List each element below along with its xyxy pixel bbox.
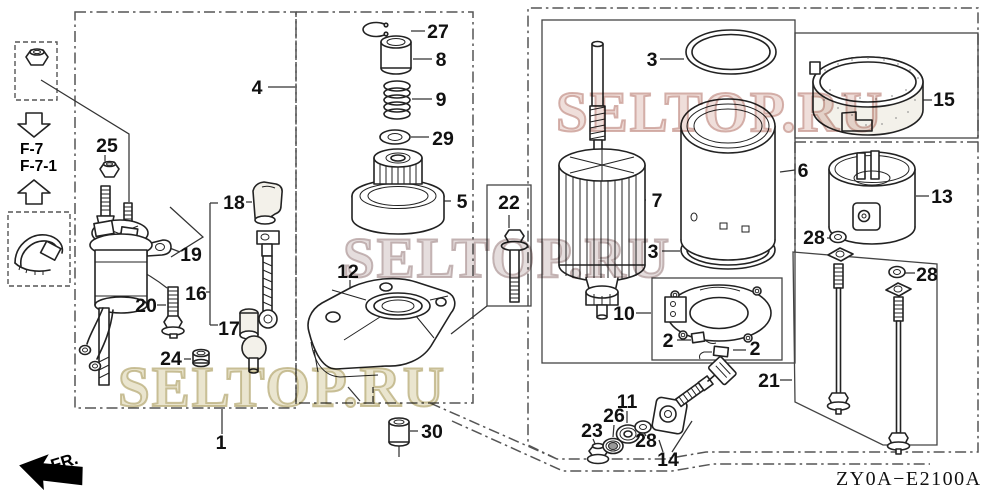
callout-7: 7 [652,190,663,212]
lever-17 [239,308,267,374]
callout-13: 13 [931,186,953,208]
ref-arrow-down [17,112,51,138]
callout-28-bottom: 28 [635,430,657,452]
terminal-14 [651,356,737,435]
bushing-30 [388,417,410,447]
callout-4: 4 [252,77,263,99]
band-texture-dots [823,57,919,126]
callout-11: 11 [617,391,638,413]
ref-link-f71: F-7-1 [20,158,57,175]
callout-28-left: 28 [803,227,825,249]
callout-1: 1 [216,432,227,454]
fr-direction-arrow [19,454,83,491]
through-bolts-21 [826,230,912,455]
callout-6: 6 [798,160,809,182]
ref-link-f7: F-7 [20,141,43,158]
grommet-11 [615,424,641,444]
callout-26: 26 [603,405,625,427]
washer-26 [602,437,624,455]
callout-17: 17 [218,318,240,340]
callout-23: 23 [581,420,603,442]
callout-3-top: 3 [647,49,658,71]
callout-3-bottom: 3 [648,241,659,263]
callout-29: 29 [432,128,454,150]
snap-ring-27 [362,21,389,38]
cable-tie-part [14,234,64,275]
solenoid-assembly [78,160,172,386]
spring-9 [383,80,411,120]
callout-21: 21 [758,370,780,392]
callout-14: 14 [657,449,679,471]
drawing-code: ZY0A−E2100A [836,468,982,490]
callout-2-right: 2 [750,338,761,360]
callout-12: 12 [337,261,359,283]
callout-27: 27 [427,21,449,43]
boot-18 [252,181,283,225]
callout-24: 24 [160,348,182,370]
washer-28-bottom [634,420,652,434]
callout-19: 19 [180,244,202,266]
callout-2-left: 2 [663,330,674,352]
callout-10: 10 [613,303,635,325]
callout-28-right: 28 [916,264,938,286]
callout-8: 8 [436,49,447,71]
callout-16: 16 [185,283,207,305]
bushing-8 [380,35,412,75]
mounting-bracket-12 [307,277,456,378]
bolt-20 [161,286,185,339]
link-rod-16 [256,230,280,329]
callout-18: 18 [223,192,245,214]
callout-5: 5 [457,191,468,213]
callout-30: 30 [421,421,443,443]
bolt-22 [500,229,529,303]
band-15 [809,56,924,136]
motor-housing-6 [680,98,776,261]
washer-29 [379,129,411,145]
callout-15: 15 [933,89,955,111]
armature-7 [558,40,646,320]
brushes-2 [690,331,730,360]
nut-24 [192,348,210,368]
ref-arrow-up [17,179,51,205]
pinion-gear-5 [351,148,445,235]
o-ring-3-top [685,29,777,75]
bracket-tab-19 [146,239,172,257]
callout-20: 20 [135,295,157,317]
leader-lines [40,30,932,457]
callout-25: 25 [96,135,118,157]
callout-labels: 27 8 9 29 5 4 25 19 20 16 18 17 24 12 22… [96,21,955,471]
ref-nut-in-box [25,48,49,66]
callout-22: 22 [498,192,520,214]
brush-holder-10 [664,284,772,343]
callout-9: 9 [436,89,447,111]
end-cap-13 [828,150,916,245]
